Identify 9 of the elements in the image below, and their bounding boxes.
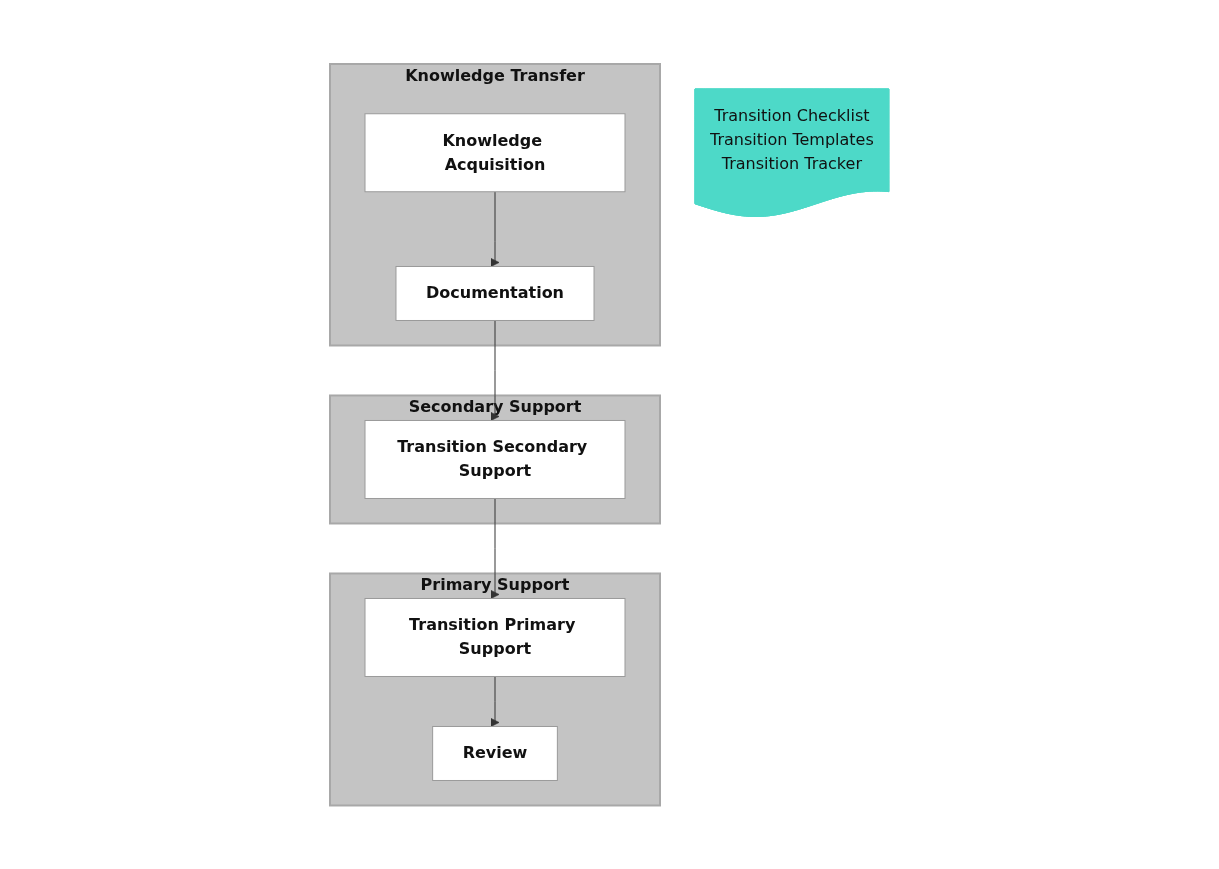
arrow xyxy=(490,497,500,599)
node-box: Review xyxy=(432,725,558,781)
arrow xyxy=(490,191,500,267)
node-box: Transition Primary Support xyxy=(364,597,626,677)
arrow xyxy=(490,675,500,727)
node-box: Transition Secondary Support xyxy=(364,419,626,499)
node-box: Knowledge Acquisition xyxy=(364,113,626,192)
arrow xyxy=(490,319,500,421)
node-box: Documentation xyxy=(395,265,595,321)
